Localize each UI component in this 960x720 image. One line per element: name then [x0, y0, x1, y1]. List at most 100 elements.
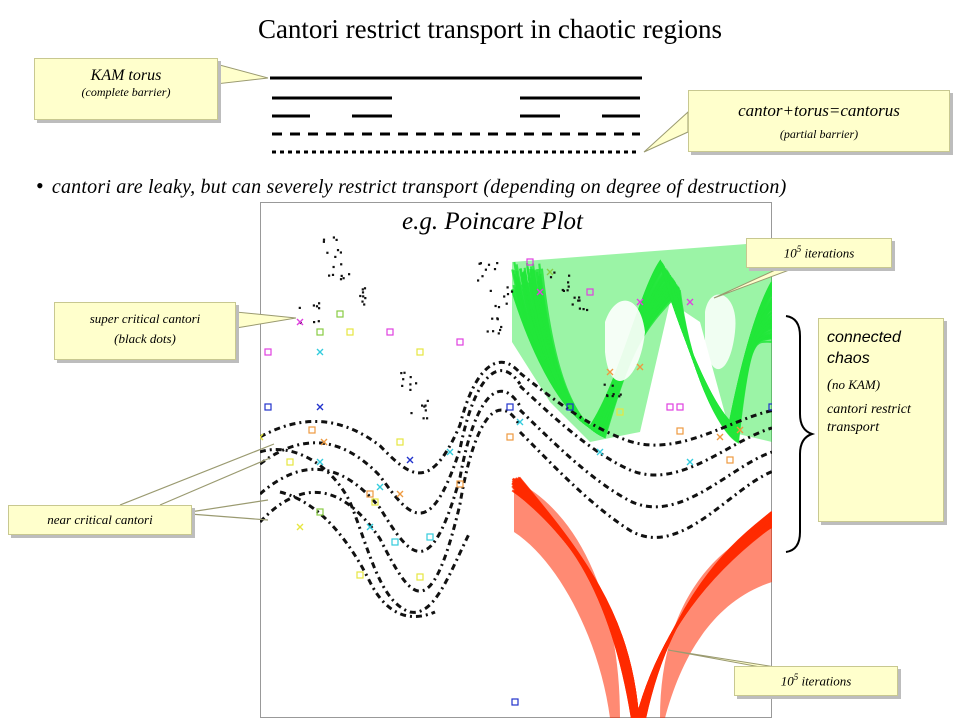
orbit-square-marker [308, 426, 316, 434]
super-critical-dot [611, 395, 614, 398]
super-critical-dot [497, 332, 500, 335]
super-critical-dot [342, 277, 345, 280]
super-critical-dot [503, 295, 506, 298]
super-critical-dot [340, 274, 343, 277]
orbit-cross-marker [516, 418, 524, 426]
super-critical-dot [491, 317, 494, 320]
super-critical-label: super critical cantori [89, 311, 201, 326]
green-chaotic-orbit [510, 242, 772, 444]
orbit-square-marker [768, 403, 772, 411]
super-critical-dot [578, 307, 581, 310]
super-critical-dot [317, 320, 320, 323]
poincare-plot [260, 202, 772, 718]
super-critical-dot [363, 303, 366, 306]
orbit-cross-marker [406, 456, 414, 464]
super-critical-dot [361, 288, 364, 291]
super-critical-dot [361, 300, 364, 303]
orbit-square-marker [391, 538, 399, 546]
super-critical-callout: super critical cantori (black dots) [54, 302, 236, 360]
orbit-square-marker [676, 427, 684, 435]
super-critical-dot [402, 378, 405, 381]
orbit-cross-marker [596, 448, 604, 456]
super-critical-dot [410, 412, 413, 415]
red-orbit-fill [514, 480, 772, 718]
orbit-cross-marker [536, 288, 544, 296]
super-critical-dot [426, 417, 429, 420]
near-critical-cantorus-curve [260, 389, 522, 553]
orbit-square-marker [316, 508, 324, 516]
orbit-cross-marker [296, 318, 304, 326]
orbit-cross-marker [636, 363, 644, 371]
super-critical-dot [318, 307, 321, 310]
orbit-square-marker [416, 348, 424, 356]
super-critical-dot [567, 281, 570, 284]
super-critical-dot [487, 263, 491, 266]
no-kam-label: (no KAM) [827, 375, 935, 395]
no-kam-text: no KAM) [832, 377, 881, 392]
super-critical-dot [335, 238, 338, 241]
super-critical-dot [582, 308, 585, 311]
super-critical-dot [336, 249, 340, 252]
near-critical-cantorus-curve [260, 360, 522, 475]
super-critical-dot [478, 262, 481, 265]
super-critical-dot [573, 296, 576, 299]
green-orbit-strand [514, 262, 772, 430]
super-critical-dot [328, 274, 331, 277]
orbit-cross-marker [316, 348, 324, 356]
super-critical-dot [506, 286, 509, 289]
super-critical-dot [505, 302, 508, 305]
bullet-point: •cantori are leaky, but can severely res… [12, 168, 932, 205]
orbit-square-marker [371, 498, 379, 506]
super-critical-dot [326, 251, 329, 254]
super-critical-dot [339, 278, 343, 281]
iter-bottom-callout: 105 iterations [734, 666, 898, 696]
super-critical-dot [553, 271, 556, 274]
super-critical-dot [496, 318, 499, 321]
super-critical-dot [331, 273, 335, 276]
super-critical-dot [363, 287, 367, 290]
connected-chaos-label: connected chaos [827, 329, 901, 367]
super-critical-dot [567, 285, 570, 288]
super-critical-dot [339, 251, 342, 254]
super-critical-dot [611, 384, 614, 387]
super-critical-dot [423, 405, 426, 408]
orbit-square-marker [456, 480, 464, 488]
super-critical-dot [422, 417, 425, 420]
orbit-cross-marker [686, 458, 694, 466]
orbit-cross-marker [546, 268, 554, 276]
super-critical-dot [486, 330, 489, 333]
orbit-square-marker [456, 338, 464, 346]
super-critical-dot [322, 238, 326, 241]
super-critical-dot [500, 325, 503, 329]
orbit-square-marker [356, 571, 364, 579]
near-critical-cantorus-curve [519, 371, 772, 447]
orbit-cross-marker [376, 483, 384, 491]
orbit-square-marker [726, 456, 734, 464]
orbit-square-marker [346, 328, 354, 336]
bullet-marker: • [36, 173, 44, 198]
orbit-square-marker [506, 403, 514, 411]
orbit-cross-marker [296, 523, 304, 531]
super-critical-dot [497, 306, 501, 309]
orbit-square-marker [416, 573, 424, 581]
super-critical-dot [409, 383, 412, 386]
super-critical-dot [493, 268, 497, 271]
super-critical-dot [340, 263, 343, 266]
super-critical-dot [359, 294, 362, 298]
orbit-cross-marker [686, 298, 694, 306]
connected-chaos-box: connected chaos (no KAM) cantori restric… [818, 318, 944, 522]
super-critical-dot [603, 383, 606, 386]
super-critical-dot [298, 306, 301, 309]
iter-top-callout: 105 iterations [746, 238, 892, 268]
super-critical-dot [562, 289, 565, 292]
plot-title: e.g. Poincare Plot [400, 208, 585, 236]
super-critical-dot [401, 384, 404, 387]
super-critical-dot [578, 299, 581, 302]
orbit-cross-marker [446, 448, 454, 456]
super-critical-dot [421, 404, 424, 407]
super-critical-dot [499, 328, 502, 332]
iter-top-base: 10 [783, 245, 797, 261]
super-critical-dot [506, 293, 510, 296]
orbit-square-marker [586, 288, 594, 296]
